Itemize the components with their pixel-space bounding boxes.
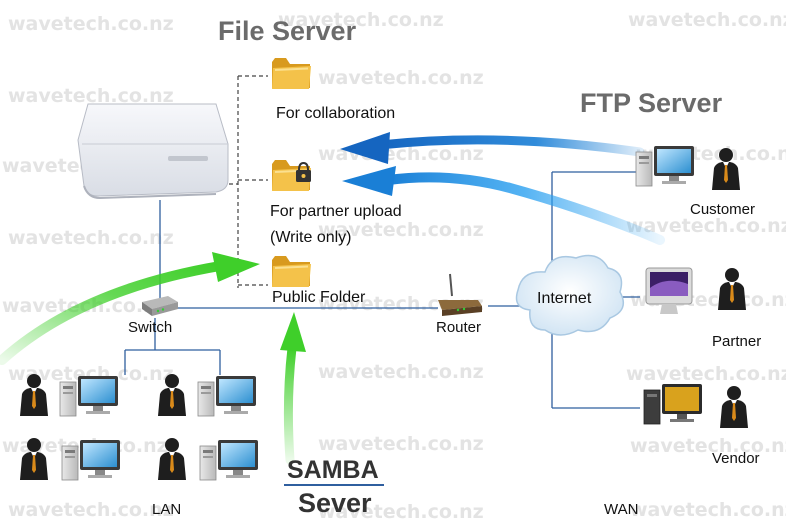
watermark: wavetech.co.nz	[318, 219, 484, 241]
computer-icon[interactable]	[199, 439, 259, 481]
samba-arrow-lan	[0, 261, 225, 365]
folder-label-write-only: (Write only)	[270, 229, 352, 246]
imac-icon[interactable]	[645, 267, 693, 314]
arrow-head-icon	[280, 312, 306, 352]
computer-icon[interactable]	[61, 439, 121, 481]
samba-arrow-up	[283, 343, 297, 465]
file-server-icon[interactable]	[77, 103, 229, 200]
folder-label-public: Public Folder	[272, 289, 366, 306]
folder-icon[interactable]	[271, 255, 312, 288]
person-icon	[718, 268, 746, 310]
computer-icon[interactable]	[643, 384, 702, 425]
ftp-arrows	[340, 132, 665, 245]
samba-arrows	[0, 252, 306, 465]
router-label: Router	[436, 319, 481, 336]
watermark: wavetech.co.nz	[8, 227, 174, 249]
switch-icon[interactable]	[142, 296, 178, 316]
arrow-head-icon	[212, 252, 260, 282]
cloud-icon[interactable]	[515, 254, 625, 336]
watermark: wavetech.co.nz	[318, 361, 484, 383]
ftp-arrow-collaboration	[375, 135, 645, 157]
watermark: wavetech.co.nz	[8, 363, 174, 385]
router-icon[interactable]	[438, 273, 482, 316]
watermark: wavetech.co.nz	[628, 9, 786, 31]
lock-icon	[296, 161, 311, 182]
folder-label-partner-upload: For partner upload	[270, 203, 402, 220]
computer-icon[interactable]	[635, 145, 695, 187]
computer-icon[interactable]	[59, 375, 119, 417]
watermark: wavetech.co.nz	[8, 85, 174, 107]
lan-clients	[20, 374, 259, 481]
arrow-head-icon	[342, 166, 396, 196]
watermark: wavetech.co.nz	[8, 13, 174, 35]
person-icon	[720, 386, 748, 428]
watermark: wavetech.co.nz	[278, 9, 444, 31]
file-server-title: File Server	[218, 16, 357, 46]
watermark: wavetech.co.nz	[630, 499, 786, 521]
computer-icon[interactable]	[197, 375, 257, 417]
watermark: wavetech.co.nz	[630, 435, 786, 457]
watermark: wavetech.co.nz	[318, 67, 484, 89]
wan-label: WAN	[604, 501, 638, 518]
ftp-server-title: FTP Server	[580, 88, 723, 118]
arrow-head-icon	[340, 132, 390, 164]
watermark: wavetech.co.nz	[318, 501, 484, 523]
partner-label: Partner	[712, 333, 761, 350]
folder-icon[interactable]	[271, 57, 312, 90]
ftp-arrow-partner-upload	[383, 172, 665, 245]
watermark: wavetech.co.nz	[8, 499, 174, 521]
switch-label: Switch	[128, 319, 172, 336]
locked-folder-icon[interactable]	[271, 159, 312, 192]
watermark: wavetech.co.nz	[318, 433, 484, 455]
lan-label: LAN	[152, 501, 181, 518]
watermark: wavetech.co.nz	[626, 215, 786, 237]
vendor-label: Vendor	[712, 450, 760, 467]
watermark: wavetech.co.nz	[626, 363, 786, 385]
samba-subtitle: Sever	[298, 488, 372, 518]
samba-title: SAMBA	[287, 456, 379, 484]
folder-label-collaboration: For collaboration	[276, 105, 395, 122]
customer-label: Customer	[690, 201, 755, 218]
internet-label: Internet	[537, 290, 592, 307]
